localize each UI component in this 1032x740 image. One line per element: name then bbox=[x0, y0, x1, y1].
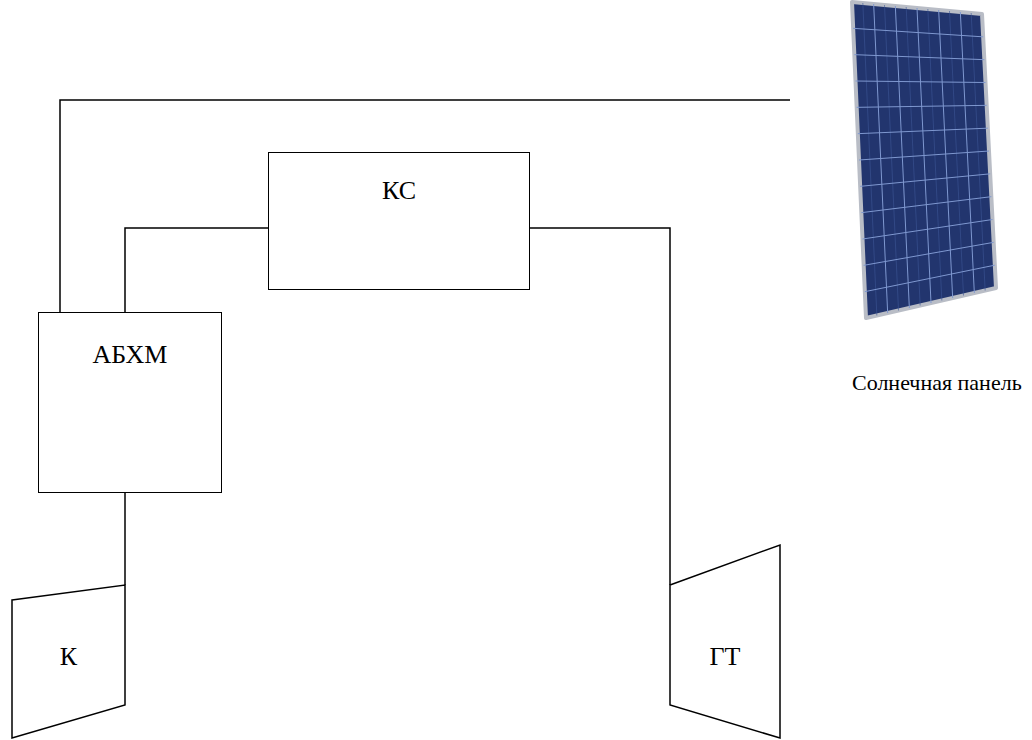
cell-line bbox=[854, 55, 984, 60]
cell-line bbox=[861, 197, 991, 213]
process-box: КС bbox=[268, 152, 530, 290]
node-label: АБХМ bbox=[39, 339, 221, 370]
cell-line bbox=[865, 265, 995, 292]
panel-caption: Солнечная панель bbox=[852, 370, 1022, 396]
cell-line bbox=[858, 128, 988, 134]
cell-line bbox=[856, 81, 986, 83]
turbine-symbol-outline bbox=[670, 545, 780, 738]
turbine-symbol: ГТ bbox=[670, 545, 780, 738]
compressor-symbol: К bbox=[12, 585, 125, 738]
process-box: АБХМ bbox=[38, 312, 222, 493]
node-label: КС bbox=[269, 175, 529, 206]
solar-cell-grid bbox=[853, 3, 995, 316]
node-label: К bbox=[12, 641, 125, 672]
turbine-symbol-outline bbox=[670, 545, 780, 738]
solar-panel-frame bbox=[852, 2, 996, 318]
solar-panel: Солнечная панель bbox=[790, 0, 1032, 400]
pipe-line bbox=[60, 100, 790, 312]
pipe-line bbox=[530, 228, 670, 585]
cell-line bbox=[864, 242, 994, 265]
pipe-line bbox=[125, 228, 268, 312]
cell-line bbox=[857, 105, 987, 107]
node-label: ГТ bbox=[670, 641, 780, 672]
pipe-line bbox=[124, 493, 126, 585]
cell-line bbox=[863, 220, 993, 240]
cell-line bbox=[853, 28, 983, 37]
cell-line bbox=[860, 174, 990, 187]
cell-line bbox=[859, 151, 989, 160]
compressor-symbol-outline bbox=[12, 585, 125, 738]
